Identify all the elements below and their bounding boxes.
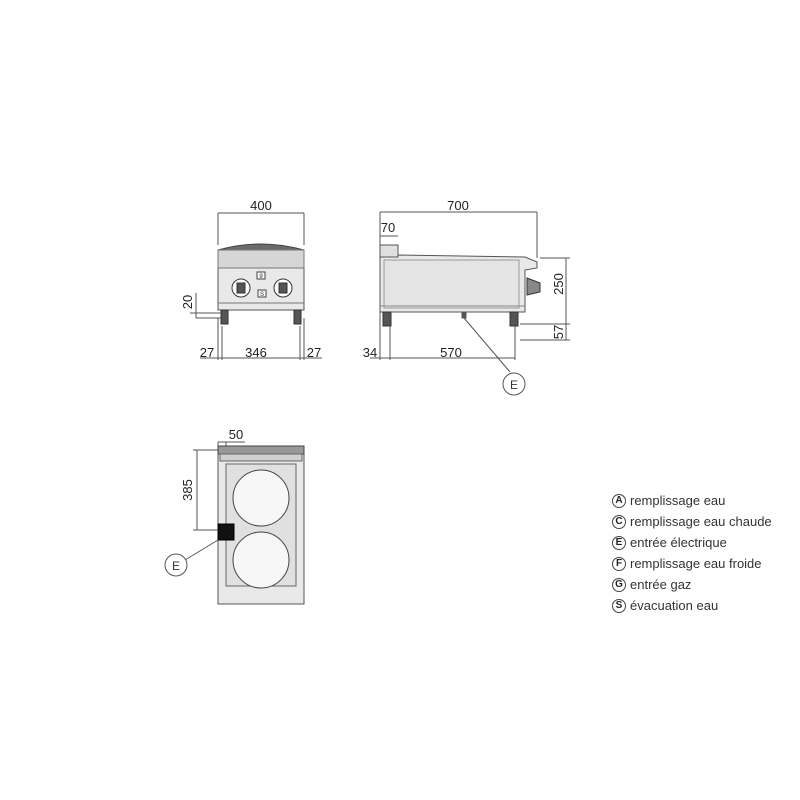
legend-item: G entrée gaz (612, 574, 792, 595)
legend-item: C remplissage eau chaude (612, 511, 792, 532)
connections-legend: A remplissage eau C remplissage eau chau… (612, 490, 792, 616)
legend-code-s: S (612, 598, 626, 613)
legend-item: S évacuation eau (612, 595, 792, 616)
legend-label: remplissage eau chaude (630, 514, 772, 529)
side-back-label: 70 (381, 220, 395, 235)
side-inner-label: 570 (440, 345, 462, 360)
panel-switch-bottom-label: S (260, 292, 264, 298)
top-view (184, 441, 305, 605)
side-left-label: 34 (363, 345, 377, 360)
side-height-label: 250 (551, 273, 566, 295)
top-depth-label: 385 (180, 479, 195, 501)
front-right-leg-label: 27 (307, 345, 321, 360)
legend-code-f: F (612, 556, 626, 571)
legend-code-e: E (612, 535, 626, 550)
side-leg-label: 57 (551, 325, 566, 339)
top-connection-marker (164, 553, 188, 577)
legend-item: F remplissage eau froide (612, 553, 792, 574)
legend-code-g: G (612, 577, 626, 592)
panel-switch-top-label: 9 (259, 274, 263, 280)
top-connection-label: E (172, 559, 180, 573)
legend-code-c: C (612, 514, 626, 529)
front-width-label: 400 (250, 198, 272, 213)
top-offset-label: 50 (229, 427, 243, 442)
legend-label: évacuation eau (630, 598, 719, 613)
side-connection-label: E (510, 378, 518, 392)
front-view (190, 212, 322, 360)
legend-code-a: A (612, 493, 626, 508)
legend-item: E entrée électrique (612, 532, 792, 553)
side-depth-label: 700 (447, 198, 469, 213)
side-connection-marker (502, 372, 526, 396)
legend-label: entrée électrique (630, 535, 727, 550)
legend-item: A remplissage eau (612, 490, 792, 511)
front-height-label: 20 (180, 295, 195, 309)
front-inner-label: 346 (245, 345, 267, 360)
front-left-leg-label: 27 (200, 345, 214, 360)
legend-label: remplissage eau froide (630, 556, 762, 571)
legend-label: remplissage eau (630, 493, 726, 508)
legend-label: entrée gaz (630, 577, 692, 592)
side-view (370, 211, 570, 373)
